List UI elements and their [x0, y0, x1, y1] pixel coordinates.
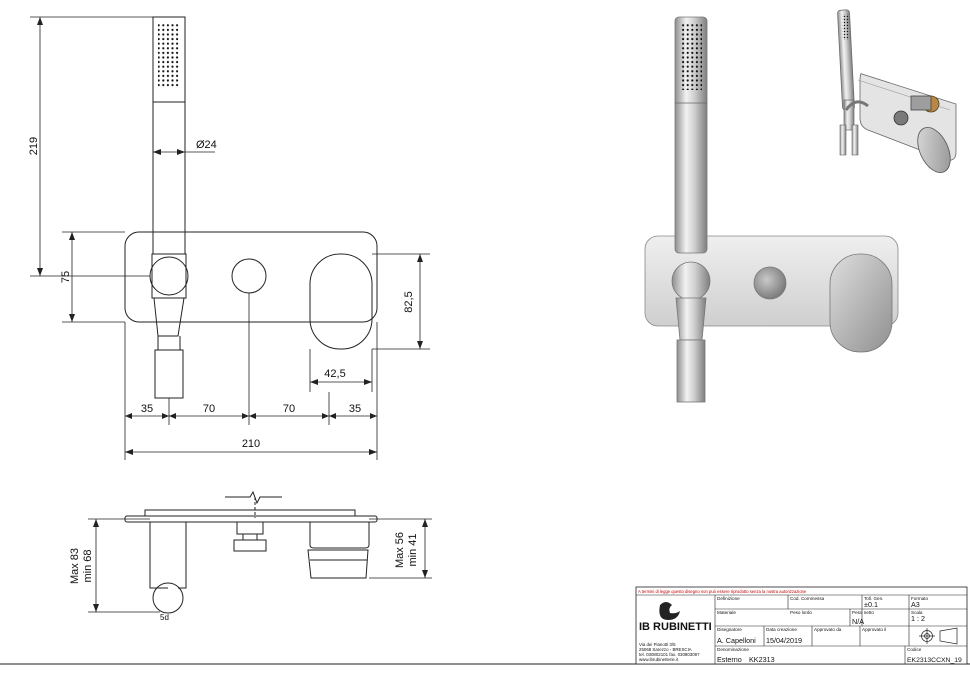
- value-designer: A. Capelloni: [717, 636, 756, 645]
- side-holder-column: [149, 522, 187, 589]
- iso-knob: [893, 110, 909, 126]
- label-material: Materiale: [717, 610, 736, 615]
- rendered-holder: [671, 261, 711, 301]
- isometric-view: [837, 9, 957, 173]
- holder-circle: [149, 256, 189, 296]
- side-mixer-handle: [307, 549, 369, 579]
- mixer-handle: [309, 253, 373, 350]
- break-line: [225, 490, 282, 505]
- holder-arm: [153, 297, 185, 337]
- shower-head-holes: [158, 24, 180, 88]
- address-line-4: www.ibrubinetterie.it: [639, 657, 679, 662]
- dim-spacing-2: 70: [203, 403, 215, 415]
- side-dimension-lines: [88, 518, 432, 613]
- value-net-weight: N/A: [852, 617, 864, 626]
- label-scale: Scala: [911, 610, 923, 615]
- address-line-3: tel. 030802101 fax. 030803097: [639, 652, 700, 657]
- dim-spacing-3: 70: [283, 403, 295, 415]
- front-dimension-lines: [30, 16, 430, 460]
- rendered-knob: [753, 266, 787, 300]
- holder-block: [151, 253, 187, 299]
- dim-diameter: Ø24: [196, 139, 217, 151]
- dim-bottom-fragment: 5d: [160, 613, 169, 622]
- value-format: A3: [911, 600, 920, 609]
- rendered-outlet: [676, 339, 706, 403]
- brand-logo-icon: [659, 602, 680, 620]
- label-approved-2: Approvato il: [862, 627, 886, 632]
- dim-right-depth-max: Max 56: [394, 532, 406, 568]
- hose-outlet: [154, 349, 184, 399]
- dim-left-depth-min: min 68: [82, 549, 94, 582]
- dim-plate-height: 75: [60, 271, 72, 283]
- address-line-1: Via dei Pianotti 3/5: [639, 642, 676, 647]
- rendered-front-view: [644, 16, 899, 403]
- label-net-weight: Peso netto: [852, 610, 874, 615]
- diverter-knob: [231, 258, 267, 294]
- dim-total-width: 210: [242, 438, 260, 450]
- label-format: Formato: [911, 596, 929, 601]
- value-scale: 1 : 2: [911, 614, 925, 623]
- label-definition: Definizione: [717, 596, 740, 601]
- side-body: [144, 509, 356, 517]
- side-mixer-body: [309, 522, 370, 549]
- value-name-1: Esterno: [717, 655, 742, 664]
- dim-hand-shower-height: 219: [28, 137, 40, 155]
- dim-spacing-1: 35: [141, 403, 153, 415]
- label-approved-by: Approvato da: [814, 627, 842, 632]
- front-view: [124, 16, 378, 399]
- dim-handle-height: 82,5: [403, 291, 415, 312]
- projection-symbol-icon: [919, 627, 958, 645]
- value-name-2: KK2313: [749, 655, 775, 664]
- dim-left-depth-max: Max 83: [69, 548, 81, 584]
- value-creation-date: 15/04/2019: [766, 636, 802, 645]
- front-dimension-arrows: [37, 17, 423, 455]
- side-dimension-arrows: [93, 519, 428, 612]
- label-code: Codice: [907, 647, 922, 652]
- dim-handle-width: 42,5: [324, 368, 345, 380]
- dim-spacing-4: 35: [349, 403, 361, 415]
- label-designer: Disegnatore: [717, 627, 742, 632]
- label-order-code: Cod. Commessa: [790, 596, 825, 601]
- rendered-mixer-handle: [829, 253, 893, 353]
- address-line-2: 25068 Sarezzo - BRESCIA: [639, 647, 692, 652]
- dim-right-depth-min: min 41: [407, 533, 419, 566]
- wall-plate-outline: [124, 231, 378, 323]
- value-general-tolerance: ±0.1: [864, 600, 878, 609]
- side-holder-circle: [152, 582, 184, 614]
- title-block: A termini di legge questo disegno non pu…: [635, 586, 968, 665]
- label-name: Denominazione: [717, 647, 749, 652]
- brand-name: IB RUBINETTI: [639, 621, 712, 633]
- label-general-tolerance: Toll. Gen.: [864, 596, 883, 601]
- label-creation-date: Data creazione: [766, 627, 797, 632]
- side-view: [124, 490, 378, 614]
- iso-mixer-handle: [917, 127, 951, 173]
- value-code: EK2313CCXN_19: [907, 657, 962, 664]
- warning-text: A termini di legge questo disegno non pu…: [638, 589, 807, 594]
- rendered-shower-holes: [680, 24, 702, 90]
- label-gross-weight: Peso lordo: [790, 610, 812, 615]
- side-wall-plate: [124, 515, 378, 523]
